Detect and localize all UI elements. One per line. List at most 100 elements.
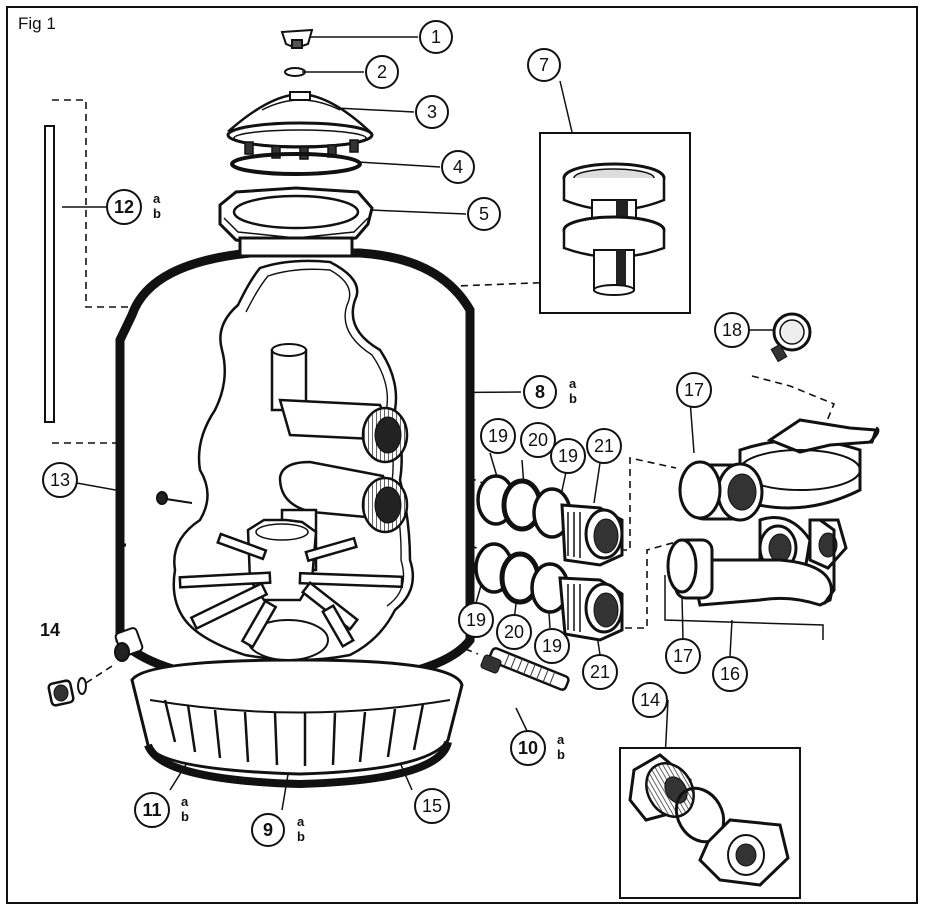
callout-c7: 7 <box>527 48 561 82</box>
drain-cap-small <box>47 677 87 707</box>
drain-cap-detail <box>628 753 790 887</box>
callout-c17a: 17 <box>676 372 712 408</box>
callout-c20b: 20 <box>496 614 532 650</box>
pressure-gauge <box>770 312 812 363</box>
drain-port <box>114 627 144 662</box>
callout-c14a: 14 <box>40 620 60 640</box>
callout-circle <box>251 813 285 847</box>
callout-number: 16 <box>720 664 740 684</box>
callout-sub-b: b <box>569 391 577 406</box>
callout-c13: 13 <box>42 462 78 498</box>
callout-circle <box>480 418 516 454</box>
callout-c2: 2 <box>365 55 399 89</box>
callout-number: 14 <box>40 620 60 640</box>
callout-sub-b: b <box>181 809 189 824</box>
callout-circle <box>419 20 453 54</box>
standpipe <box>44 125 55 423</box>
diffuser-part <box>562 162 666 296</box>
callout-number: 15 <box>422 796 442 816</box>
callout-number: 19 <box>542 636 562 656</box>
lid-o-ring <box>230 152 362 176</box>
upper-union-set <box>476 474 624 567</box>
callout-c21a: 21 <box>586 428 622 464</box>
callout-number: 14 <box>640 690 660 710</box>
callout-c14b: 14 <box>632 682 668 718</box>
callout-circle <box>42 462 78 498</box>
callout-number: 19 <box>466 610 486 630</box>
dome-lid <box>226 91 374 160</box>
callout-number: 18 <box>722 320 742 340</box>
callout-c15: 15 <box>414 788 450 824</box>
callout-number: 2 <box>377 62 387 82</box>
top-nut <box>280 28 314 50</box>
callout-c20a: 20 <box>520 422 556 458</box>
callout-circle <box>550 438 586 474</box>
callout-circle <box>510 730 546 766</box>
callout-circle <box>467 197 501 231</box>
callout-circle <box>632 682 668 718</box>
callout-circle <box>527 48 561 82</box>
callout-c19d: 19 <box>534 628 570 664</box>
callout-sub-a: a <box>297 814 305 829</box>
callout-number: 8 <box>535 382 545 402</box>
callout-number: 20 <box>528 430 548 450</box>
callout-number: 21 <box>590 662 610 682</box>
callout-number: 21 <box>594 436 614 456</box>
callout-number: 1 <box>431 27 441 47</box>
callout-circle <box>458 602 494 638</box>
callout-circle <box>714 312 750 348</box>
callout-c21b: 21 <box>582 654 618 690</box>
callout-number: 17 <box>684 380 704 400</box>
callout-number: 19 <box>558 446 578 466</box>
callout-circle <box>496 614 532 650</box>
callout-number: 13 <box>50 470 70 490</box>
lateral-filter <box>480 647 570 691</box>
callout-c3: 3 <box>415 95 449 129</box>
callout-circle <box>414 788 450 824</box>
callout-circle <box>106 189 142 225</box>
callout-c11: 11 ab <box>134 792 189 828</box>
callout-circle <box>365 55 399 89</box>
laterals <box>178 532 404 649</box>
tank-neck <box>238 236 354 258</box>
callout-number: 11 <box>142 800 161 820</box>
callout-c17b: 17 <box>665 638 701 674</box>
callout-circle <box>534 628 570 664</box>
callout-number: 4 <box>453 157 463 177</box>
callout-number: 3 <box>427 102 437 122</box>
callout-sub-b: b <box>557 747 565 762</box>
callout-circle <box>134 792 170 828</box>
callout-number: 10 <box>518 738 538 758</box>
callout-number: 7 <box>539 55 549 75</box>
callout-circle <box>415 95 449 129</box>
small-o-ring <box>284 67 306 77</box>
callout-c5: 5 <box>467 197 501 231</box>
callout-c4: 4 <box>441 150 475 184</box>
callout-c19a: 19 <box>480 418 516 454</box>
return-elbow <box>666 518 836 607</box>
callout-c18: 18 <box>714 312 750 348</box>
callout-circle <box>441 150 475 184</box>
callout-sub-b: b <box>297 829 305 844</box>
callout-circle <box>520 422 556 458</box>
callout-circle <box>582 654 618 690</box>
callout-circle <box>586 428 622 464</box>
callout-number: 5 <box>479 204 489 224</box>
callout-number: 20 <box>504 622 524 642</box>
clamp-ring <box>218 186 374 248</box>
callout-number: 12 <box>114 197 134 217</box>
lower-union-set <box>474 542 624 642</box>
callout-c16: 16 <box>712 656 748 692</box>
callout-number: 9 <box>263 820 273 840</box>
callout-c19b: 19 <box>550 438 586 474</box>
callout-sub-b: b <box>153 206 161 221</box>
figure-title: Fig 1 <box>18 14 56 33</box>
callout-sub-a: a <box>181 794 189 809</box>
group-bracket <box>664 575 824 640</box>
callout-number: 17 <box>673 646 693 666</box>
